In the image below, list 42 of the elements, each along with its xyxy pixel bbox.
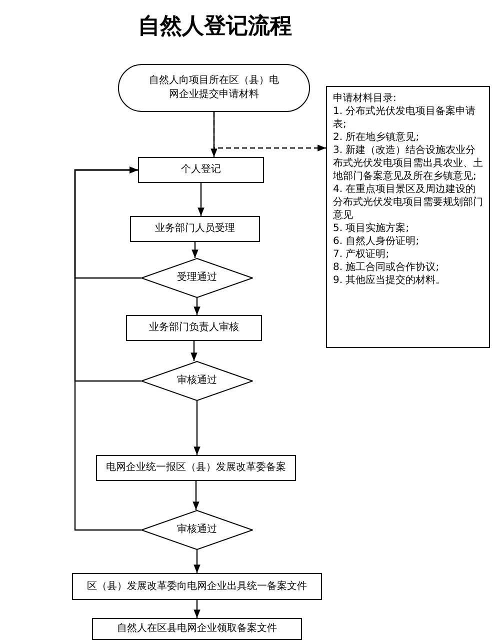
decision-label: 受理通过 xyxy=(177,272,217,284)
process-label: 电网企业统一报区（县）发展改革委备案 xyxy=(106,461,286,475)
arrow xyxy=(194,550,200,573)
arrow xyxy=(194,600,200,618)
decision-diamond xyxy=(141,361,253,401)
arrow xyxy=(190,341,198,361)
arrow xyxy=(192,242,198,258)
terminal-label: 自然人向项目所在区（县）电网企业提交申请材料 xyxy=(148,74,280,102)
process-box xyxy=(72,573,322,600)
decision-diamond xyxy=(141,510,253,550)
arrow xyxy=(198,183,204,216)
note-text: 2. 所在地乡镇意见; xyxy=(333,131,420,144)
process-box xyxy=(126,315,262,341)
note-text: 4. 在重点项目景区及周边建设的分布式光伏发电项目需要规划部门意见 xyxy=(333,183,483,222)
arrow xyxy=(74,166,141,531)
process-box xyxy=(138,157,264,183)
note-text: 1. 分布式光伏发电项目备案申请表; xyxy=(333,105,477,131)
process-label: 业务部门负责人审核 xyxy=(149,321,239,335)
note-text: 申请材料目录: xyxy=(333,92,398,105)
arrow xyxy=(194,401,200,455)
decision-label: 审核通过 xyxy=(177,524,217,536)
note-text: 9. 其他应当提交的材料。 xyxy=(333,274,447,287)
start-terminal xyxy=(118,64,310,112)
note-text: 6. 自然人身份证明; xyxy=(333,235,420,248)
note-text: 7. 产权证明; xyxy=(333,248,390,261)
note-text: 3. 新建（改造）结合设施农业分布式光伏发电项目需出具农业、土地部门备案意见及所在乡镇意见; xyxy=(333,144,483,183)
process-label: 自然人在区县电网企业领取备案文件 xyxy=(117,622,277,636)
process-box xyxy=(92,618,302,640)
decision-diamond xyxy=(141,258,253,298)
note-text: 5. 项目实施方案; xyxy=(333,222,410,235)
process-box xyxy=(130,216,260,242)
process-label: 个人登记 xyxy=(181,163,221,177)
process-label: 区（县）发展改革委向电网企业出具统一备案文件 xyxy=(87,580,307,594)
title: 自然人登记流程 xyxy=(137,12,293,41)
process-box xyxy=(96,455,296,481)
decision-label: 审核通过 xyxy=(177,375,217,387)
arrow xyxy=(192,481,200,510)
note-text: 8. 施工合同或合作协议; xyxy=(333,261,440,274)
dashed-arrow xyxy=(213,112,326,152)
note-box xyxy=(326,86,490,348)
arrow xyxy=(194,298,200,315)
process-label: 业务部门人员受理 xyxy=(155,222,235,236)
